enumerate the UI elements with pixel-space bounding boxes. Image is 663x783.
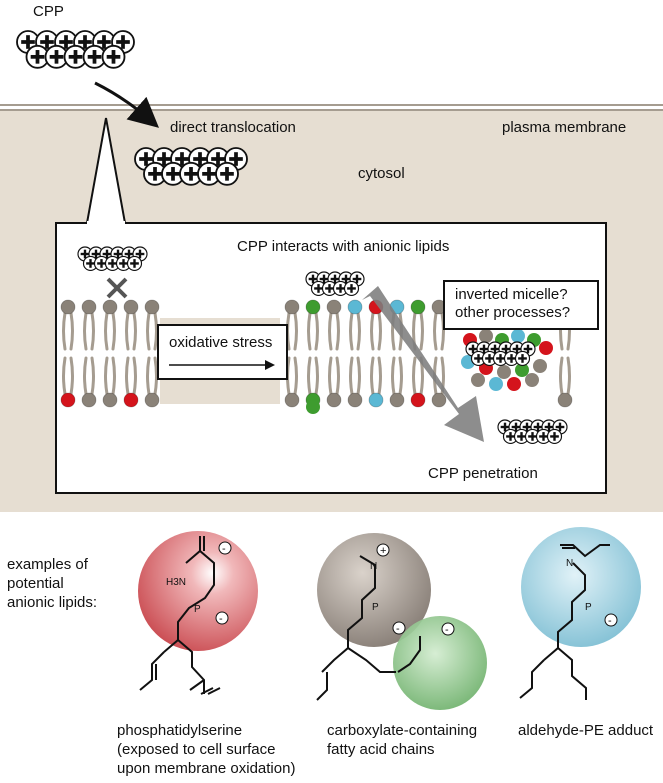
lipid bbox=[102, 299, 118, 351]
lipid bbox=[389, 356, 405, 408]
lipid bbox=[305, 299, 321, 351]
examples-label-3: anionic lipids: bbox=[7, 594, 98, 611]
cpp-ball-icon bbox=[143, 161, 167, 186]
ae-n-text: N bbox=[566, 558, 573, 569]
cpp-ball-icon bbox=[470, 350, 487, 367]
lipid bbox=[347, 299, 363, 351]
carboxylate-sphere bbox=[393, 616, 487, 710]
lipid bbox=[326, 356, 342, 408]
oxidative-stress-box: oxidative stress bbox=[157, 324, 288, 380]
pc-structure bbox=[316, 555, 421, 701]
ps-p-text: P bbox=[194, 604, 201, 615]
lipid bbox=[347, 356, 363, 408]
ps-label-3: upon membrane oxidation) bbox=[117, 760, 296, 777]
cpp-ball-icon bbox=[492, 350, 509, 367]
lipid bbox=[81, 299, 97, 351]
micelle-lipid-head bbox=[515, 363, 529, 377]
carboxylate-label-2: fatty acid chains bbox=[327, 741, 435, 758]
ps-nh3-text: H3N bbox=[166, 577, 186, 588]
cpp-ball-icon bbox=[310, 280, 327, 297]
lipid bbox=[123, 299, 139, 351]
micelle-lipid-head bbox=[533, 359, 547, 373]
charge-sign: - bbox=[219, 613, 223, 625]
oxidative-stress-label: oxidative stress bbox=[169, 334, 273, 351]
cpp-ball-icon bbox=[215, 161, 239, 186]
ps-structure bbox=[139, 536, 221, 695]
lipid bbox=[123, 356, 139, 408]
cpp-ball-icon bbox=[179, 161, 203, 186]
cpp-ball-icon bbox=[101, 44, 126, 69]
charge-marks: - - + - - - bbox=[215, 541, 618, 636]
right-arrow-icon bbox=[169, 360, 275, 370]
micelle-lipid-head bbox=[489, 377, 503, 391]
ps-label-2: (exposed to cell surface bbox=[117, 741, 276, 758]
lipid bbox=[431, 299, 447, 351]
plasma-membrane-line-inner bbox=[0, 109, 663, 111]
lipid bbox=[81, 356, 97, 408]
cpp-ball-icon bbox=[161, 161, 185, 186]
ps-label-1: phosphatidylserine bbox=[117, 722, 243, 739]
charge-sign: - bbox=[608, 615, 612, 627]
pc-p-text: P bbox=[372, 602, 379, 613]
lipid-head bbox=[306, 400, 320, 414]
lipid bbox=[60, 356, 76, 408]
micelle-lipid-head bbox=[507, 377, 521, 391]
lipid bbox=[102, 356, 118, 408]
micelle-lipid-head bbox=[511, 329, 525, 343]
micelle-lipid-head bbox=[497, 365, 511, 379]
blocked-icon bbox=[106, 277, 128, 299]
cpp-label: CPP bbox=[33, 3, 64, 20]
carboxylate-label-1: carboxylate-containing bbox=[327, 722, 478, 739]
pc-n-text: N bbox=[370, 561, 377, 572]
cpp-ball-icon bbox=[546, 428, 563, 445]
cpp-ball-icon bbox=[115, 255, 132, 272]
lipid bbox=[60, 299, 76, 351]
cpp-ball-icon bbox=[481, 350, 498, 367]
cpp-ball-icon bbox=[514, 350, 531, 367]
examples-label-1: examples of bbox=[7, 556, 88, 573]
ae-p-text: P bbox=[585, 602, 592, 613]
cpp-ball-icon bbox=[126, 255, 143, 272]
micelle-lipid-head bbox=[471, 373, 485, 387]
plasma-membrane-label: plasma membrane bbox=[502, 119, 627, 136]
examples-label-2: potential bbox=[7, 575, 64, 592]
micelle-lipid-head bbox=[479, 329, 493, 343]
lipid bbox=[557, 356, 573, 408]
lipid bbox=[144, 299, 160, 351]
inverted-micelle-box: inverted micelle? other processes? bbox=[443, 280, 599, 330]
ae-structure bbox=[519, 544, 610, 700]
cpp-ball-icon bbox=[343, 280, 360, 297]
lipid bbox=[326, 299, 342, 351]
micelle-lipid-head bbox=[539, 341, 553, 355]
charge-sign: - bbox=[222, 543, 226, 555]
cpp-ball-icon bbox=[93, 255, 110, 272]
charge-sign: - bbox=[445, 624, 449, 636]
ps-head-sphere bbox=[138, 531, 258, 651]
aldehyde-head-sphere bbox=[521, 527, 641, 647]
micelle-lipid-head bbox=[525, 373, 539, 387]
aldehyde-label: aldehyde-PE adduct bbox=[518, 722, 654, 739]
lipid bbox=[144, 356, 160, 408]
charge-sign: + bbox=[380, 545, 386, 557]
charge-sign: - bbox=[396, 623, 400, 635]
lipid bbox=[368, 356, 384, 408]
other-processes-label: other processes? bbox=[455, 304, 571, 321]
inverted-micelle-label: inverted micelle? bbox=[455, 286, 568, 303]
interacts-label: CPP interacts with anionic lipids bbox=[237, 238, 450, 255]
plasma-membrane-line bbox=[0, 104, 663, 106]
penetration-label: CPP penetration bbox=[428, 465, 538, 482]
direct-translocation-label: direct translocation bbox=[170, 119, 296, 136]
cytosol-label: cytosol bbox=[358, 165, 405, 182]
